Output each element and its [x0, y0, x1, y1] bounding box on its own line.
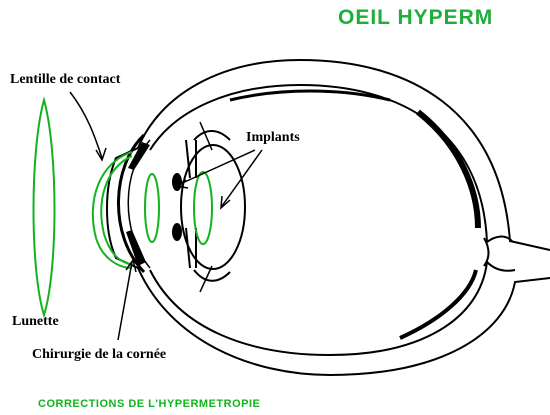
implant-front	[145, 174, 159, 242]
iris-top	[186, 140, 196, 178]
ciliary-body-top	[194, 131, 230, 140]
iris-mark-bottom	[172, 223, 182, 241]
glasses-label: Lunette	[12, 314, 59, 330]
iris-mark-top	[172, 173, 182, 191]
page-title: OEIL HYPERM	[338, 6, 493, 30]
contact-lens-label: Lentille de contact	[10, 72, 120, 88]
implants-label: Implants	[246, 130, 300, 146]
diagram-caption: CORRECTIONS DE L'HYPERMETROPIE	[38, 398, 260, 410]
crystalline-lens	[181, 145, 245, 269]
zonule-bottom	[200, 266, 212, 292]
cornea-surgery-label: Chirurgie de la cornée	[32, 347, 166, 363]
cornea-surgery-arrow	[118, 262, 132, 340]
iris-bottom	[186, 228, 196, 268]
implants-arrow-2	[222, 150, 262, 206]
implant-back	[194, 172, 212, 244]
contact-lens-arrow	[70, 92, 102, 158]
ciliary-body-bottom	[194, 270, 230, 281]
glasses-lens	[34, 100, 55, 315]
choroid-band-lower	[400, 270, 476, 338]
